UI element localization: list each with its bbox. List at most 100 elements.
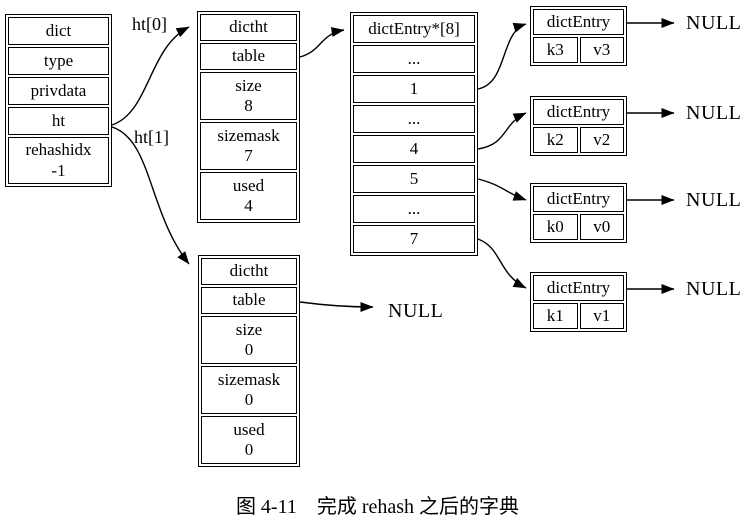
dictentry-k1-struct: dictEntry k1 v1 bbox=[530, 272, 627, 332]
dictht0-field-size: size 8 bbox=[200, 72, 297, 120]
dictentry-k1-value: v1 bbox=[579, 303, 624, 329]
null-label-ht1-table: NULL bbox=[388, 300, 444, 322]
dictht0-used-label: used bbox=[232, 175, 265, 195]
dictentry-k0-kv: k0 v0 bbox=[533, 214, 624, 240]
dictentry-k1-kv: k1 v1 bbox=[533, 303, 624, 329]
bucket-array-header-label: dictEntry*[8] bbox=[368, 18, 460, 38]
dictht1-size-label: size bbox=[235, 319, 263, 339]
dictht1-sizemask-label: sizemask bbox=[217, 369, 281, 389]
key-label: k2 bbox=[546, 129, 564, 149]
arrow-ht0-pointer bbox=[111, 26, 190, 126]
dictentry-k0-title: dictEntry bbox=[533, 186, 624, 212]
key-label: k1 bbox=[546, 305, 564, 325]
bucket-cell-text: 5 bbox=[409, 168, 419, 188]
dictentry-k1-title: dictEntry bbox=[533, 275, 624, 301]
arrow-bucket4-to-entry-k2 bbox=[477, 112, 527, 150]
bucket-cell-text: 4 bbox=[409, 138, 419, 158]
dictentry-title-label: dictEntry bbox=[546, 188, 611, 208]
dict-field-privdata: privdata bbox=[8, 77, 109, 105]
bucket-cell-4: 4 bbox=[353, 135, 475, 163]
bucket-cell-7: 7 bbox=[353, 225, 475, 253]
arrow-bucket1-to-entry-k3 bbox=[477, 22, 527, 90]
value-label: v0 bbox=[593, 216, 611, 236]
dictht0-sizemask-label: sizemask bbox=[217, 125, 280, 145]
bucket-array: dictEntry*[8] ... 1 ... 4 5 ... 7 bbox=[350, 12, 478, 256]
dictht0-title: dictht bbox=[200, 14, 297, 41]
null-label-entry-k3: NULL bbox=[686, 12, 742, 34]
dict-field-rehashidx-value: -1 bbox=[51, 160, 66, 180]
dictentry-k0-key: k0 bbox=[533, 214, 578, 240]
bucket-cell-ellipsis-c: ... bbox=[353, 195, 475, 223]
ht1-pointer-label: ht[1] bbox=[134, 127, 169, 147]
dictht1-struct: dictht table size 0 sizemask 0 used 0 bbox=[198, 255, 300, 467]
dictht0-size-value: 8 bbox=[244, 96, 253, 115]
dictht0-title-label: dictht bbox=[229, 17, 268, 37]
dict-field-rehashidx-label: rehashidx bbox=[25, 140, 92, 160]
dictentry-k0-struct: dictEntry k0 v0 bbox=[530, 183, 627, 243]
dictht1-field-sizemask: sizemask 0 bbox=[201, 366, 297, 414]
dictht1-used-label: used bbox=[233, 419, 265, 439]
bucket-cell-text: ... bbox=[407, 108, 421, 128]
dict-field-type-label: type bbox=[43, 50, 74, 70]
dictentry-title-label: dictEntry bbox=[546, 277, 611, 297]
figure-caption: 图 4-11 完成 rehash 之后的字典 bbox=[235, 496, 520, 518]
dict-field-dict: dict bbox=[8, 17, 109, 45]
dictht0-used-value: 4 bbox=[244, 196, 253, 215]
null-label-entry-k0: NULL bbox=[686, 189, 742, 211]
bucket-cell-1: 1 bbox=[353, 75, 475, 103]
dict-field-dict-label: dict bbox=[45, 20, 72, 40]
dictentry-k3-value: v3 bbox=[579, 37, 624, 63]
dictentry-k2-title: dictEntry bbox=[533, 99, 624, 125]
dictentry-k2-value: v2 bbox=[579, 127, 624, 153]
dictht1-title-label: dictht bbox=[229, 261, 269, 281]
bucket-cell-5: 5 bbox=[353, 165, 475, 193]
bucket-cell-text: 7 bbox=[409, 228, 419, 248]
dictht0-struct: dictht table size 8 sizemask 7 used 4 bbox=[197, 11, 300, 223]
dictht1-field-size: size 0 bbox=[201, 316, 297, 364]
dictht1-title: dictht bbox=[201, 258, 297, 285]
dictht0-field-table: table bbox=[200, 43, 297, 70]
arrow-bucket7-to-entry-k1 bbox=[477, 238, 527, 289]
arrow-ht0-table-to-array bbox=[299, 27, 345, 58]
dictht0-field-sizemask: sizemask 7 bbox=[200, 122, 297, 170]
key-label: k3 bbox=[546, 39, 564, 59]
dict-field-rehashidx: rehashidx -1 bbox=[8, 137, 109, 184]
dictentry-k2-kv: k2 v2 bbox=[533, 127, 624, 153]
dict-field-type: type bbox=[8, 47, 109, 75]
bucket-array-header: dictEntry*[8] bbox=[353, 15, 475, 43]
dictentry-k3-kv: k3 v3 bbox=[533, 37, 624, 63]
dict-struct: dict type privdata ht rehashidx -1 bbox=[5, 14, 112, 187]
bucket-cell-ellipsis-b: ... bbox=[353, 105, 475, 133]
dictht1-field-used: used 0 bbox=[201, 416, 297, 464]
dictentry-title-label: dictEntry bbox=[546, 11, 611, 31]
dictentry-k3-struct: dictEntry k3 v3 bbox=[530, 6, 627, 66]
bucket-cell-ellipsis-a: ... bbox=[353, 45, 475, 73]
bucket-cell-text: ... bbox=[407, 198, 421, 218]
value-label: v2 bbox=[593, 129, 611, 149]
dictht1-size-value: 0 bbox=[244, 340, 254, 359]
dictht0-size-label: size bbox=[235, 75, 262, 95]
dictentry-k2-key: k2 bbox=[533, 127, 578, 153]
dictht1-table-label: table bbox=[232, 290, 266, 310]
dictentry-k2-struct: dictEntry k2 v2 bbox=[530, 96, 627, 156]
dictht1-used-value: 0 bbox=[244, 440, 254, 459]
dictht1-field-table: table bbox=[201, 287, 297, 314]
dictht0-field-used: used 4 bbox=[200, 172, 297, 220]
value-label: v1 bbox=[593, 305, 611, 325]
key-label: k0 bbox=[546, 216, 564, 236]
bucket-cell-text: 1 bbox=[409, 78, 419, 98]
dict-field-ht-label: ht bbox=[51, 110, 66, 130]
dict-field-ht: ht bbox=[8, 107, 109, 135]
null-label-entry-k1: NULL bbox=[686, 278, 742, 300]
dictentry-k3-key: k3 bbox=[533, 37, 578, 63]
ht0-pointer-label: ht[0] bbox=[132, 14, 167, 34]
dictht1-sizemask-value: 0 bbox=[244, 390, 254, 409]
null-label-entry-k2: NULL bbox=[686, 102, 742, 124]
dictentry-k3-title: dictEntry bbox=[533, 9, 624, 35]
dictentry-k1-key: k1 bbox=[533, 303, 578, 329]
dict-field-privdata-label: privdata bbox=[30, 80, 87, 100]
dictentry-k0-value: v0 bbox=[579, 214, 624, 240]
dictht0-table-label: table bbox=[231, 46, 266, 66]
bucket-cell-text: ... bbox=[407, 48, 421, 68]
